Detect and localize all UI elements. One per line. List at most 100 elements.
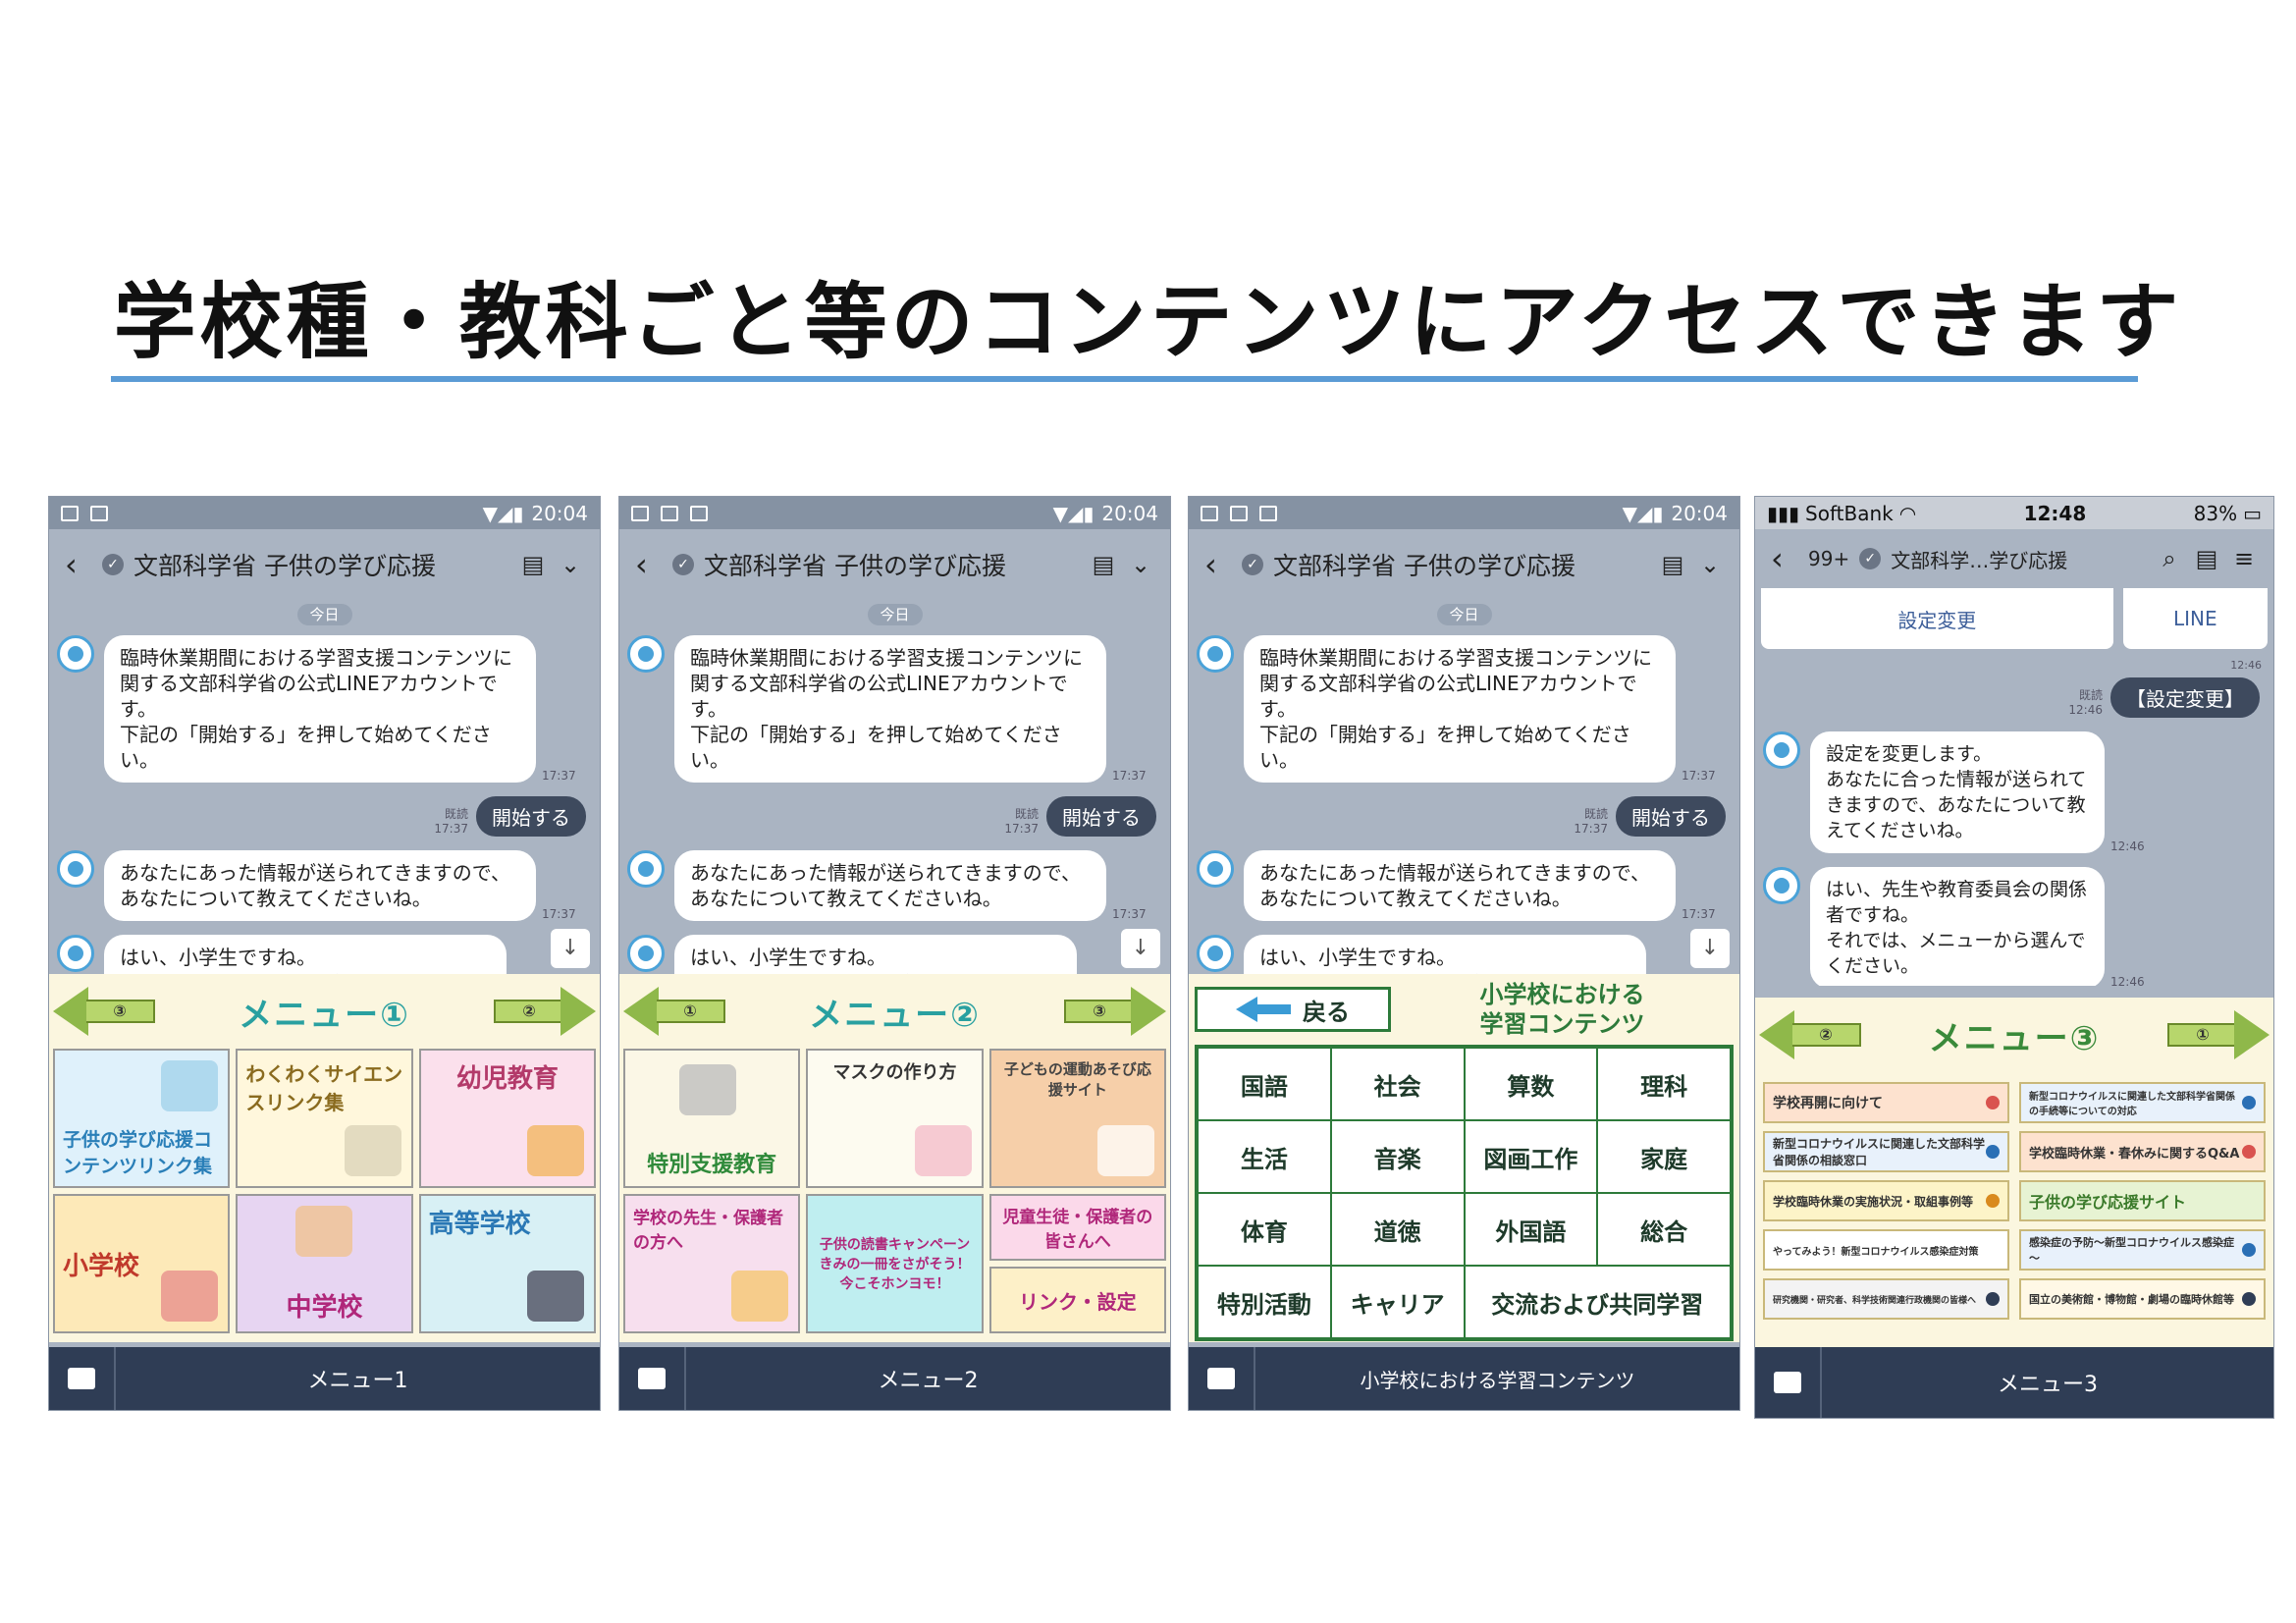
prev-menu-arrow[interactable]: ③ [53, 987, 159, 1036]
keyboard-icon[interactable] [1189, 1347, 1255, 1410]
subject-japanese[interactable]: 国語 [1198, 1048, 1331, 1120]
link-museum-closures[interactable]: 国立の美術館・博物館・劇場の臨時休館等 [2019, 1278, 2266, 1320]
bottom-menu-bar: メニュー3 [1755, 1347, 2273, 1418]
chevron-down-icon[interactable]: ⌄ [1699, 551, 1721, 578]
subject-moral[interactable]: 道徳 [1330, 1193, 1465, 1266]
tile-science-links[interactable]: わくわくサイエンスリンク集 [236, 1049, 413, 1188]
subject-career[interactable]: キャリア [1330, 1266, 1465, 1338]
tile-teachers-parents[interactable]: 学校の先生・保護者の方へ [623, 1194, 801, 1333]
back-button[interactable]: 戻る [1195, 987, 1391, 1032]
subject-science[interactable]: 理科 [1597, 1048, 1731, 1120]
prev-menu-arrow[interactable]: ② [1759, 1010, 1865, 1059]
subject-music[interactable]: 音楽 [1330, 1120, 1465, 1193]
signal-icon: ▼◢▮ [1622, 501, 1664, 525]
account-avatar[interactable] [1763, 867, 1800, 904]
tile-label: 子供の読書キャンペーン きみの一冊をさがそう！ 今こそホンヨモ！ [819, 1237, 971, 1292]
back-icon[interactable]: ‹ [1204, 546, 1217, 583]
subject-exchange-learning[interactable]: 交流および共同学習 [1464, 1266, 1731, 1338]
subject-foreign-language[interactable]: 外国語 [1464, 1193, 1598, 1266]
link-learning-support-site[interactable]: 子供の学び応援サイト [2019, 1180, 2266, 1221]
link-school-reopening[interactable]: 学校再開に向けて [1763, 1082, 2009, 1123]
subject-home-economics[interactable]: 家庭 [1597, 1120, 1731, 1193]
tile-exercise-site[interactable]: 子どもの運動あそび応援サイト [988, 1049, 1166, 1188]
menu-toggle-label[interactable]: メニュー2 [878, 1369, 979, 1393]
next-menu-label: ② [493, 1000, 562, 1023]
subject-arts[interactable]: 図画工作 [1464, 1120, 1598, 1193]
chat-area[interactable]: 今日 臨時休業期間における学習支援コンテンツに関する文部科学省の公式LINEアカ… [619, 600, 1170, 974]
tile-content-links[interactable]: 子供の学び応援コンテンツリンク集 [53, 1049, 231, 1188]
read-label: 既読 [1014, 807, 1039, 821]
next-menu-arrow[interactable]: ① [2163, 1010, 2269, 1059]
chevron-down-icon[interactable]: ⌄ [1130, 551, 1151, 578]
line-button[interactable]: LINE [2122, 588, 2268, 649]
link-procedures[interactable]: 新型コロナウイルスに関連した文部科学省関係の手続等についての対応 [2019, 1082, 2266, 1123]
menu-toggle-label[interactable]: メニュー1 [307, 1369, 408, 1393]
battery-icon: ▭ [2243, 501, 2262, 525]
tile-reading-campaign[interactable]: 子供の読書キャンペーン きみの一冊をさがそう！ 今こそホンヨモ！ [806, 1194, 984, 1333]
notes-icon[interactable]: ▤ [521, 551, 545, 578]
menu-toggle-label[interactable]: メニュー3 [1998, 1373, 2098, 1397]
subject-life[interactable]: 生活 [1198, 1120, 1331, 1193]
back-icon[interactable]: ‹ [1771, 540, 1784, 577]
scroll-down-icon[interactable]: ↓ [551, 929, 590, 968]
link-research-institutions[interactable]: 研究機関・研究者、科学技術関連行政機関の皆様へ [1763, 1278, 2009, 1320]
tile-elementary[interactable]: 小学校 [53, 1194, 231, 1333]
tile-mask-howto[interactable]: マスクの作り方 [806, 1049, 984, 1188]
prev-menu-arrow[interactable]: ① [623, 987, 729, 1036]
message-bubble: 臨時休業期間における学習支援コンテンツに関する文部科学省の公式LINEアカウント… [1244, 635, 1676, 783]
notes-icon[interactable]: ▤ [2195, 545, 2218, 572]
message-row: はい、小学生ですね。 それでは、メニューから選んでください。 [627, 935, 1160, 974]
scroll-down-icon[interactable]: ↓ [1121, 929, 1160, 968]
account-avatar[interactable] [1197, 850, 1234, 888]
link-covid-measures[interactable]: やってみよう！新型コロナウイルス感染症対策 [1763, 1229, 2009, 1271]
settings-change-button[interactable]: 設定変更 [1761, 588, 2113, 649]
subject-integrated[interactable]: 総合 [1597, 1193, 1731, 1266]
tile-links-settings[interactable]: リンク・設定 [988, 1267, 1166, 1333]
notes-icon[interactable]: ▤ [1661, 551, 1684, 578]
scroll-down-icon[interactable]: ↓ [1690, 929, 1730, 968]
account-avatar[interactable] [1763, 731, 1800, 769]
account-avatar[interactable] [627, 935, 665, 972]
hamburger-menu-icon[interactable]: ≡ [2233, 545, 2255, 572]
back-icon[interactable]: ‹ [635, 546, 648, 583]
arrow-right-icon [2242, 1292, 2256, 1306]
account-avatar[interactable] [57, 935, 94, 972]
tile-label: 中学校 [286, 1293, 363, 1323]
notes-icon[interactable]: ▤ [1092, 551, 1115, 578]
account-avatar[interactable] [1197, 635, 1234, 673]
tile-high-school[interactable]: 高等学校 [418, 1194, 596, 1333]
chat-area[interactable]: 今日 臨時休業期間における学習支援コンテンツに関する文部科学省の公式LINEアカ… [1189, 600, 1739, 974]
subject-math[interactable]: 算数 [1464, 1048, 1598, 1120]
tile-junior-high[interactable]: 中学校 [236, 1194, 413, 1333]
next-menu-label: ③ [1063, 1000, 1133, 1023]
link-closure-status[interactable]: 学校臨時休業の実施状況・取組事例等 [1763, 1180, 2009, 1221]
account-avatar[interactable] [627, 635, 665, 673]
date-label: 今日 [1436, 604, 1492, 625]
account-avatar[interactable] [627, 850, 665, 888]
subject-social[interactable]: 社会 [1330, 1048, 1465, 1120]
back-icon[interactable]: ‹ [65, 546, 78, 583]
subject-pe[interactable]: 体育 [1198, 1193, 1331, 1266]
search-icon[interactable]: ⌕ [2163, 545, 2176, 572]
tile-early-childhood[interactable]: 幼児教育 [418, 1049, 596, 1188]
chevron-down-icon[interactable]: ⌄ [560, 551, 581, 578]
link-qa[interactable]: 学校臨時休業・春休みに関するQ&A [2019, 1131, 2266, 1172]
keyboard-icon[interactable] [49, 1347, 116, 1410]
menu-toggle-label[interactable]: 小学校における学習コンテンツ [1360, 1368, 1635, 1392]
account-avatar[interactable] [57, 850, 94, 888]
account-avatar[interactable] [57, 635, 94, 673]
next-menu-arrow[interactable]: ② [490, 987, 596, 1036]
tile-special-support[interactable]: 特別支援教育 [623, 1049, 801, 1188]
next-menu-arrow[interactable]: ③ [1060, 987, 1166, 1036]
chat-area[interactable]: 今日 臨時休業期間における学習支援コンテンツに関する文部科学省の公式LINEアカ… [49, 600, 600, 974]
keyboard-icon[interactable] [1755, 1347, 1822, 1418]
subject-special-activities[interactable]: 特別活動 [1198, 1266, 1331, 1338]
link-infection-prevention[interactable]: 感染症の予防～新型コロナウイルス感染症～ [2019, 1229, 2266, 1271]
link-consultation[interactable]: 新型コロナウイルスに関連した文部科学省関係の相談窓口 [1763, 1131, 2009, 1172]
account-avatar[interactable] [1197, 935, 1234, 972]
tile-students-parents[interactable]: 児童生徒・保護者の皆さんへ [988, 1194, 1166, 1261]
keyboard-icon[interactable] [619, 1347, 686, 1410]
